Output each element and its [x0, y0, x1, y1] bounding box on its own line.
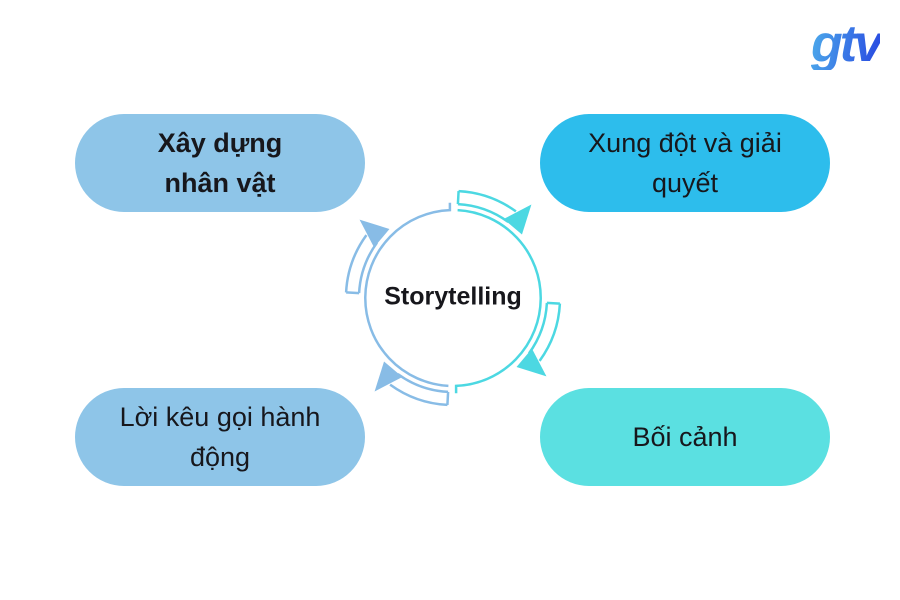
center-topic-label: Storytelling: [384, 282, 522, 311]
inner-circle-left-arc: [364, 202, 452, 388]
gtv-logo: gtv: [811, 15, 883, 73]
inner-circle-right-arc: [454, 208, 542, 394]
node-label: Xây dựng nhân vật: [157, 127, 283, 199]
node-xung-dot-va-giai-quyet: Xung đột và giải quyết: [540, 114, 830, 212]
node-label: Xung đột và giải quyết: [588, 127, 782, 199]
node-boi-canh: Bối cảnh: [540, 388, 830, 486]
node-label: Bối cảnh: [632, 421, 738, 452]
node-label: Lời kêu gọi hành động: [119, 401, 321, 473]
node-loi-keu-goi-hanh-dong: Lời kêu gọi hành động: [75, 388, 365, 486]
node-xay-dung-nhan-vat: Xây dựng nhân vật: [75, 114, 365, 212]
